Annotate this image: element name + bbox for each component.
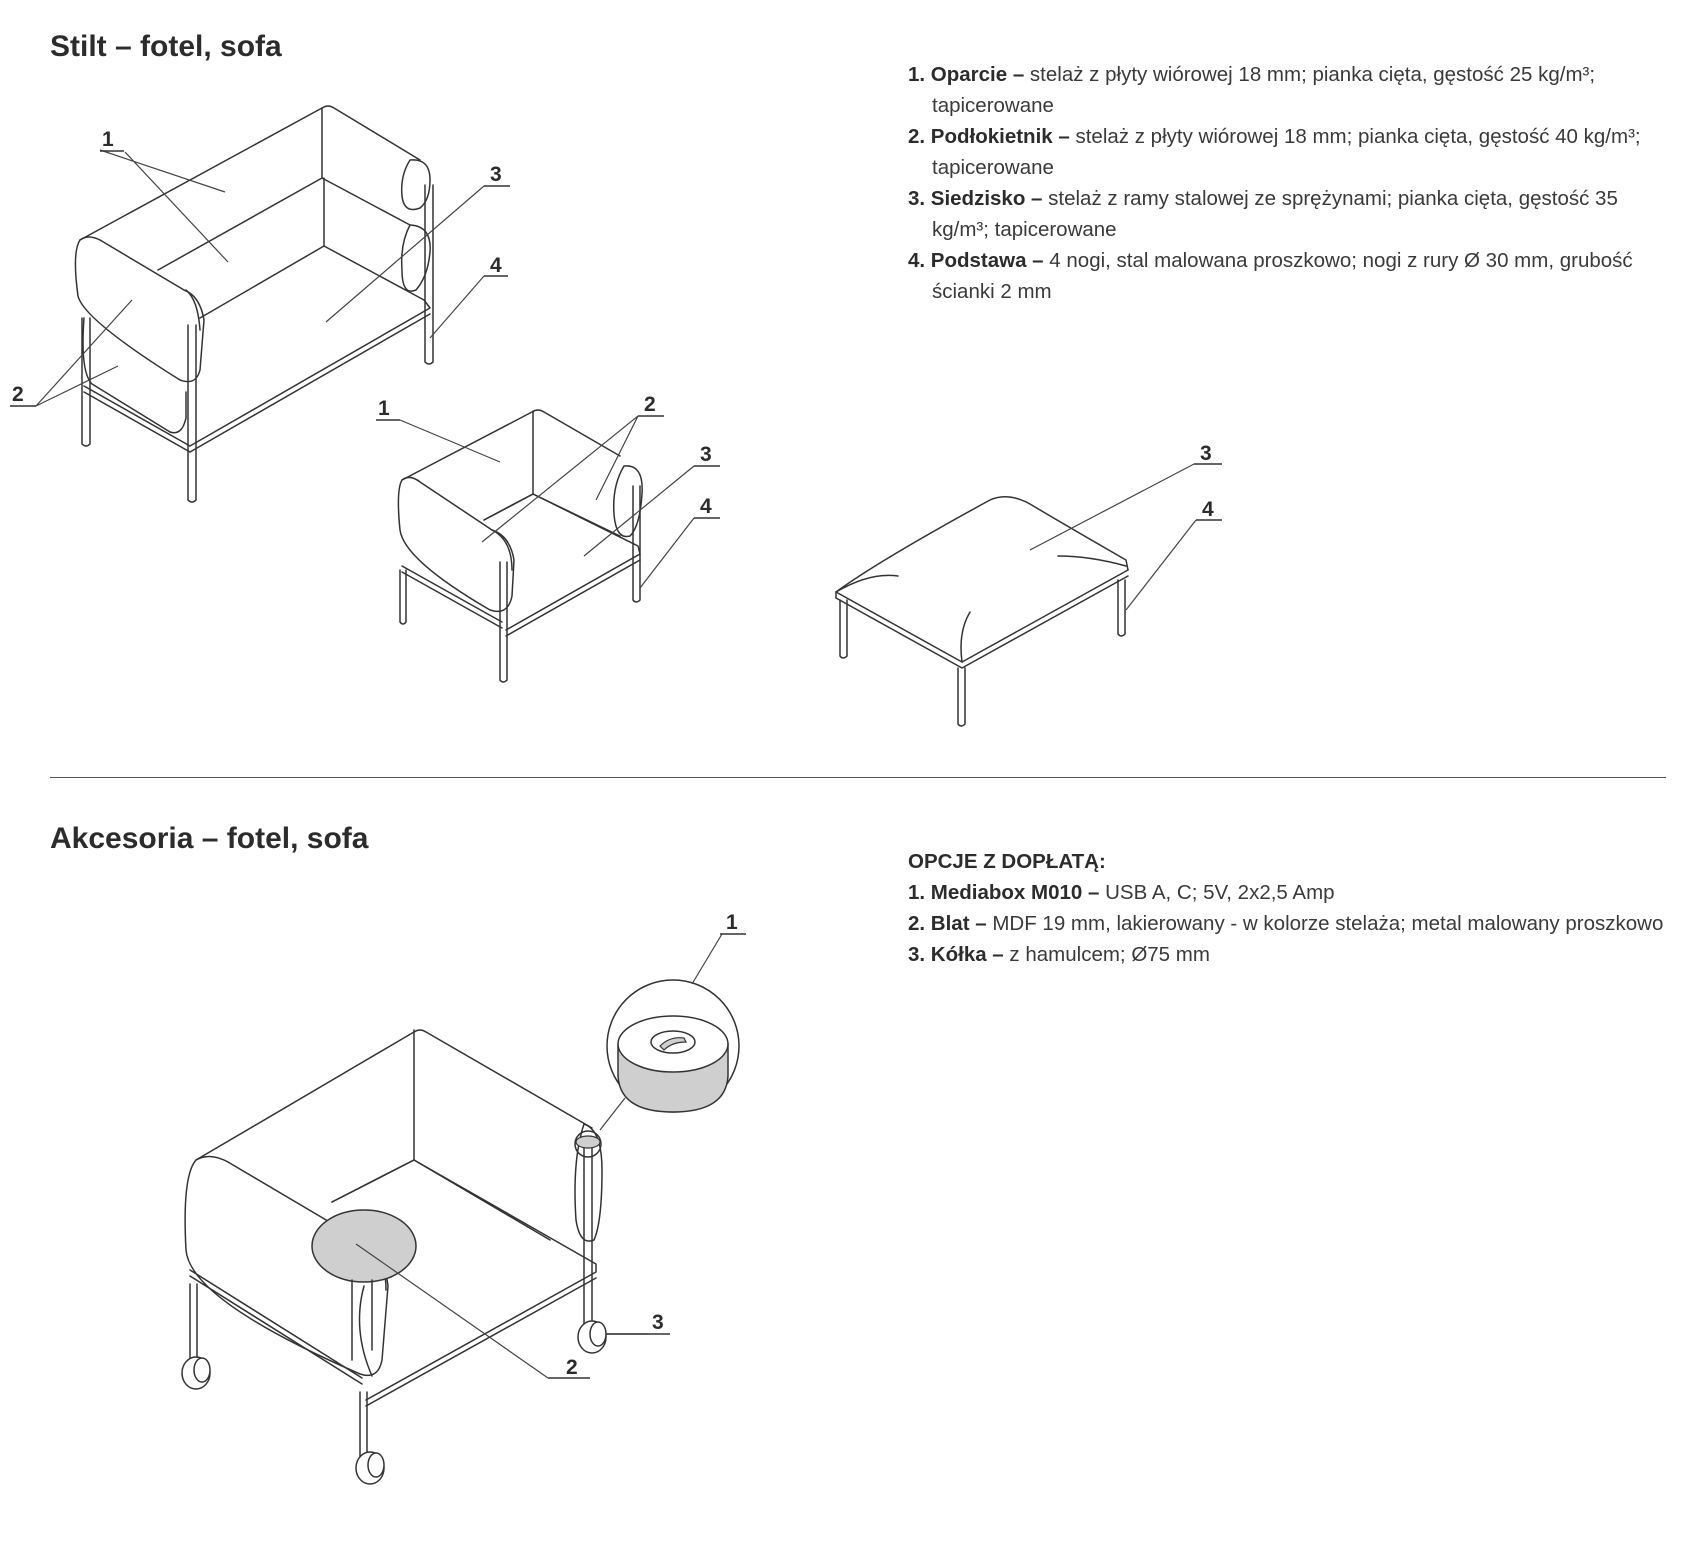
option-item-mediabox: 1. Mediabox M010 – USB A, C; 5V, 2x2,5 A… [908,881,1335,904]
armchair-callout-1: 1 [378,397,390,420]
sofa-callout-2: 2 [12,383,24,406]
armchair-callout-4: 4 [700,495,712,518]
spec-item-backrest: 1. Oparcie – stelaż z płyty wiórowej 18 … [908,63,1596,117]
section2-title: Akcesoria – fotel, sofa [50,822,369,855]
options-list: OPCJE Z DOPŁATĄ: 1. Mediabox M010 – USB … [908,846,1668,970]
armchair-drawing: 1 2 3 4 [376,393,720,683]
armchair-callout-3: 3 [700,443,712,466]
armchair-callout-2: 2 [644,393,656,416]
section1-title: Stilt – fotel, sofa [50,30,282,63]
spec-item-seat: 3. Siedzisko – stelaż z ramy stalowej ze… [908,187,1618,241]
pouf-callout-3: 3 [1200,442,1212,465]
accessory-callout-3: 3 [652,1311,664,1334]
castor-wheel [181,1320,607,1485]
accessory-callout-1: 1 [726,911,738,934]
sofa-callout-1: 1 [102,128,114,151]
sofa-callout-4: 4 [490,254,502,277]
tabletop-disc [311,1209,417,1283]
accessory-callout-2: 2 [566,1356,578,1379]
section-divider [50,777,1666,778]
pouf-callout-4: 4 [1202,498,1214,521]
options-heading: OPCJE Z DOPŁATĄ: [908,850,1106,873]
sofa-callout-3: 3 [490,163,502,186]
specification-list: 1. Oparcie – stelaż z płyty wiórowej 18 … [908,59,1668,307]
option-item-tabletop: 2. Blat – MDF 19 mm, lakierowany - w kol… [908,912,1664,935]
option-item-castors: 3. Kółka – z hamulcem; Ø75 mm [908,943,1210,966]
pouf-drawing: 3 4 [835,442,1222,727]
accessory-armchair-drawing: 1 2 3 [181,911,746,1485]
sofa-drawing: 1 2 3 4 [10,105,510,503]
spec-item-armrest: 2. Podłokietnik – stelaż z płyty wiórowe… [908,125,1641,179]
spec-item-base: 4. Podstawa – 4 nogi, stal malowana pros… [908,249,1633,303]
